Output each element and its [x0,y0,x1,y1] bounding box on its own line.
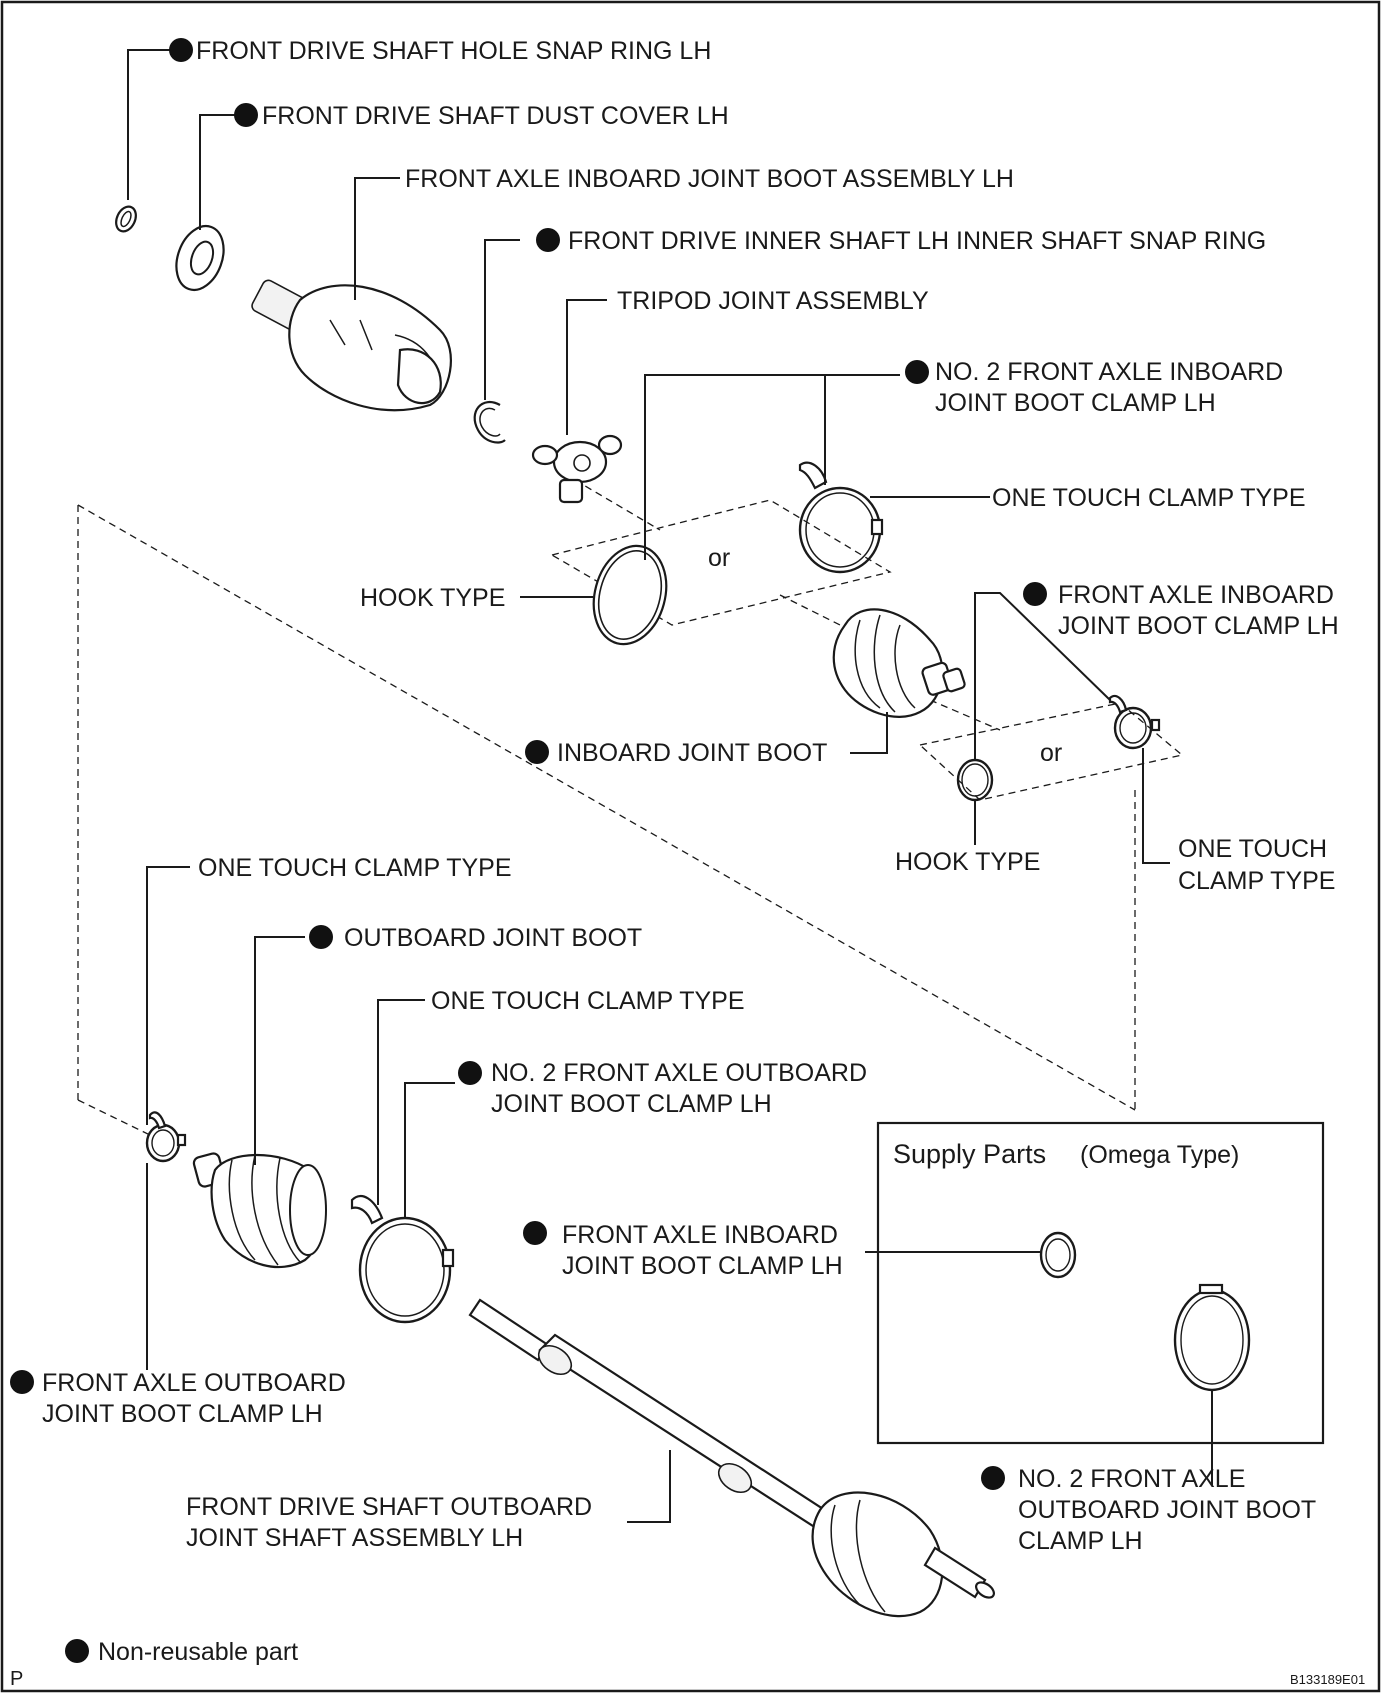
label-no2-outboard-clamp-2: JOINT BOOT CLAMP LH [491,1090,772,1118]
non-reusable-bullets [10,38,1047,1663]
label-one-touch-2-line2: CLAMP TYPE [1178,867,1335,895]
one-touch-clamp-drawing [798,461,884,574]
inner-shaft-snap-ring-drawing [473,401,506,444]
dust-cover-drawing [175,224,225,292]
no2-outboard-clamp-drawing [350,1194,455,1324]
bullet-icon [905,360,929,384]
label-snap-ring: FRONT DRIVE SHAFT HOLE SNAP RING LH [196,37,711,65]
label-outboard-joint-boot: OUTBOARD JOINT BOOT [344,924,642,952]
supply-no2-outboard-clamp-drawing [1173,1283,1251,1392]
label-supply-no2-outboard-2: OUTBOARD JOINT BOOT [1018,1496,1316,1524]
outboard-shaft-drawing [468,1298,995,1618]
label-supply-inboard-clamp-2: JOINT BOOT CLAMP LH [562,1252,843,1280]
label-or-2: or [1040,739,1062,767]
bullet-icon [234,103,258,127]
label-outboard-shaft-2: JOINT SHAFT ASSEMBLY LH [186,1524,523,1552]
snap-ring-drawing [115,205,137,233]
hook-type-clamp-drawing [592,544,668,646]
small-one-touch-clamp-drawing [1108,694,1161,750]
bullet-icon [458,1061,482,1085]
label-inboard-clamp-2: JOINT BOOT CLAMP LH [1058,612,1339,640]
label-hook-type-2: HOOK TYPE [895,848,1040,876]
supply-parts-subtitle: (Omega Type) [1080,1141,1239,1169]
label-or-1: or [708,544,730,572]
label-outboard-clamp-1: FRONT AXLE OUTBOARD [42,1369,346,1397]
figure-code: B133189E01 [1290,1672,1365,1687]
outboard-joint-boot-drawing [192,1152,327,1269]
label-supply-no2-outboard-1: NO. 2 FRONT AXLE [1018,1465,1245,1493]
inboard-joint-housing-drawing [251,279,452,412]
inboard-joint-boot-drawing [832,608,966,718]
assembly-axis-lines [77,479,1184,1136]
bullet-icon [65,1639,89,1663]
label-inboard-clamp-1: FRONT AXLE INBOARD [1058,581,1334,609]
label-one-touch-2-line1: ONE TOUCH [1178,835,1327,863]
outboard-clamp-drawing [145,1111,187,1163]
legend-non-reusable: Non-reusable part [98,1638,298,1666]
bullet-icon [169,38,193,62]
label-one-touch-clamp-type-3: ONE TOUCH CLAMP TYPE [198,854,512,882]
bullet-icon [536,228,560,252]
leader-lines [127,49,1213,1523]
label-inner-shaft-snap-ring: FRONT DRIVE INNER SHAFT LH INNER SHAFT S… [568,227,1266,255]
label-dust-cover: FRONT DRIVE SHAFT DUST COVER LH [262,102,729,130]
small-hook-clamp-drawing [956,758,994,802]
bullet-icon [981,1466,1005,1490]
part-labels: FRONT DRIVE SHAFT HOLE SNAP RING LH FRON… [42,37,1339,1555]
supply-inboard-clamp-drawing [1039,1231,1077,1279]
label-outboard-clamp-2: JOINT BOOT CLAMP LH [42,1400,323,1428]
label-no2-outboard-clamp-1: NO. 2 FRONT AXLE OUTBOARD [491,1059,867,1087]
bullet-icon [523,1221,547,1245]
label-tripod-joint: TRIPOD JOINT ASSEMBLY [617,287,929,315]
label-one-touch-clamp-type-4: ONE TOUCH CLAMP TYPE [431,987,745,1015]
label-hook-type-1: HOOK TYPE [360,584,505,612]
label-supply-inboard-clamp-1: FRONT AXLE INBOARD [562,1221,838,1249]
bullet-icon [10,1370,34,1394]
label-no2-inboard-clamp-1: NO. 2 FRONT AXLE INBOARD [935,358,1283,386]
bullet-icon [309,925,333,949]
label-outboard-shaft-1: FRONT DRIVE SHAFT OUTBOARD [186,1493,592,1521]
label-inboard-boot-assembly: FRONT AXLE INBOARD JOINT BOOT ASSEMBLY L… [405,165,1014,193]
supply-parts-box: Supply Parts (Omega Type) [876,1121,1325,1445]
label-inboard-joint-boot: INBOARD JOINT BOOT [557,739,827,767]
label-no2-inboard-clamp-2: JOINT BOOT CLAMP LH [935,389,1216,417]
tripod-joint-drawing [531,434,623,504]
bullet-icon [1023,582,1047,606]
label-one-touch-clamp-type-1: ONE TOUCH CLAMP TYPE [992,484,1306,512]
corner-letter: P [10,1668,23,1690]
label-supply-no2-outboard-3: CLAMP LH [1018,1527,1143,1555]
supply-parts-title: Supply Parts [893,1139,1046,1169]
bullet-icon [525,740,549,764]
